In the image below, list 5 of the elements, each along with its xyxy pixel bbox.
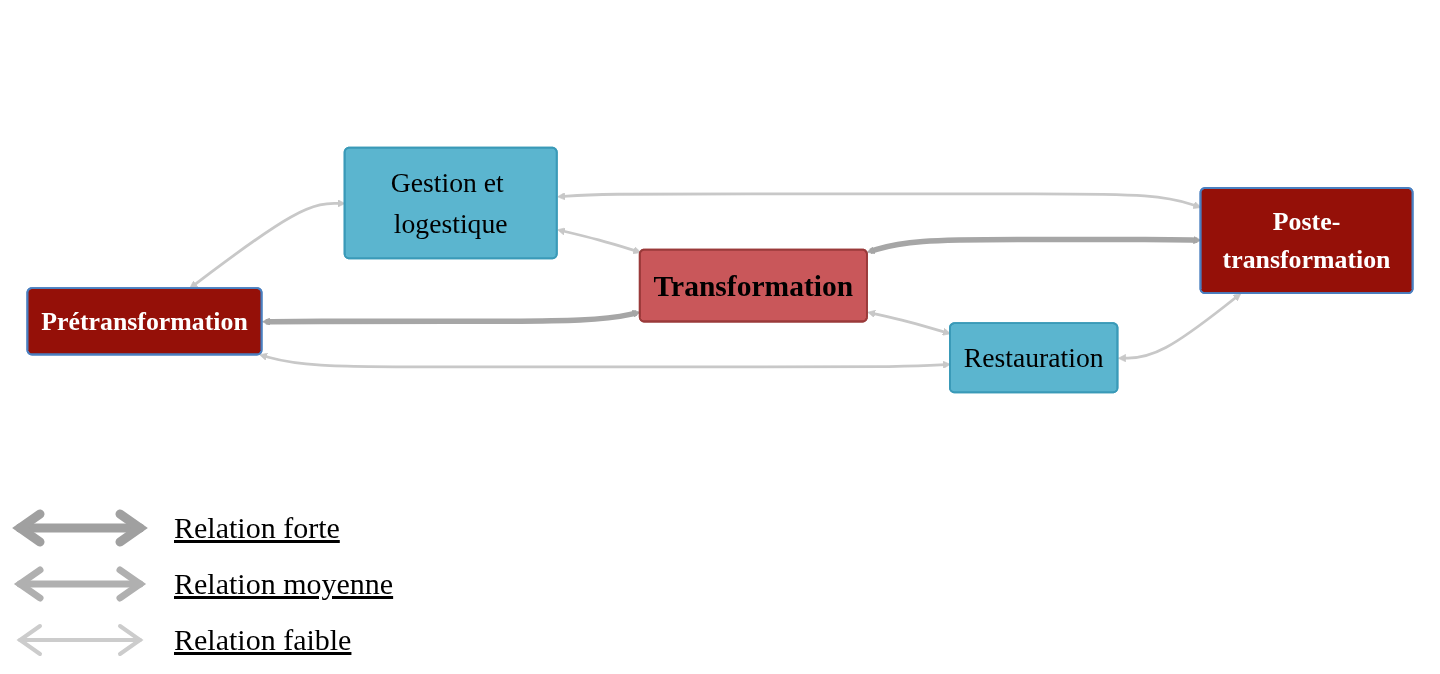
legend-label: Relation moyenne: [174, 567, 394, 601]
arrow: [1117, 293, 1242, 363]
legend-label: Relation faible: [174, 623, 352, 657]
arrow: [557, 227, 642, 255]
legend-label: Relation forte: [174, 511, 340, 545]
